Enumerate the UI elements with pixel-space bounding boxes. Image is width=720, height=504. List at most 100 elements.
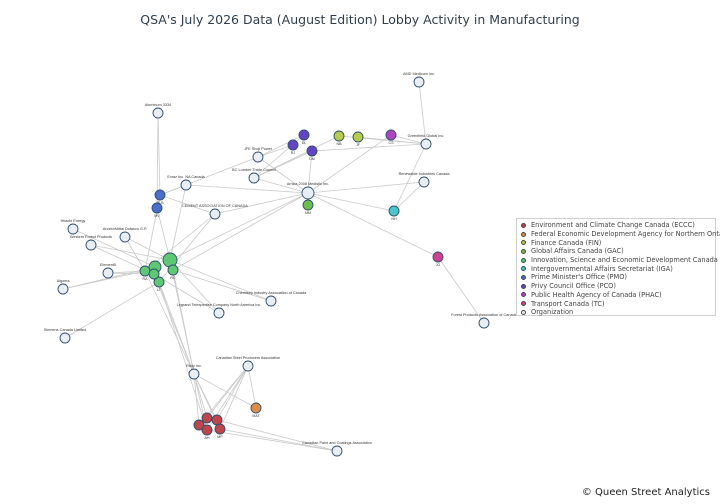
legend-item[interactable]: Finance Canada (FIN) — [521, 238, 711, 247]
edge-is5-e4 — [158, 281, 208, 431]
node-iga1[interactable] — [388, 205, 400, 217]
edge-steel-fn1 — [247, 365, 257, 409]
node-e2[interactable] — [201, 412, 213, 424]
edge-siemens-is5 — [64, 281, 160, 339]
edge-airca-renew — [307, 181, 425, 194]
node-label-hitachi: Hitachi Energy — [61, 219, 86, 223]
edge-airca-iga1 — [307, 192, 395, 212]
node-label-greenfield: Greenfield Global Inc. — [408, 134, 445, 138]
legend-item[interactable]: Global Affairs Canada (GAC) — [521, 247, 711, 256]
node-alum[interactable] — [152, 107, 164, 119]
legend-item[interactable]: Organization — [521, 308, 711, 317]
node-label-forest: Forest Products Association of Canada — [451, 313, 518, 317]
node-label-legrand: Legrand Telexpertise Company North Ameri… — [177, 303, 262, 307]
node-ph1[interactable] — [385, 129, 397, 141]
node-p2[interactable] — [287, 139, 299, 151]
node-bclumber[interactable] — [248, 172, 260, 184]
edge-tc1-forest — [437, 256, 485, 324]
node-jfe[interactable] — [252, 151, 264, 163]
node-label-rioty: Rioty Inc. — [186, 364, 202, 368]
node-e3[interactable] — [211, 414, 223, 426]
node-e1[interactable] — [193, 419, 205, 431]
edge-western-is1 — [90, 244, 171, 261]
node-is4[interactable] — [167, 264, 179, 276]
legend-swatch-icon — [521, 283, 526, 289]
node-algoma[interactable] — [57, 283, 69, 295]
edge-jfe-p1 — [257, 134, 305, 158]
edge-paint-e3 — [216, 419, 338, 452]
node-p1[interactable] — [298, 129, 310, 141]
node-pm2[interactable] — [151, 202, 163, 214]
edge-alum-pm1 — [157, 112, 161, 196]
legend-item[interactable]: Public Health Agency of Canada (PHAC) — [521, 291, 711, 300]
node-forest[interactable] — [478, 317, 490, 329]
legend-label: Organization — [531, 308, 574, 317]
legend-swatch-icon — [521, 248, 526, 254]
node-is5[interactable] — [153, 276, 165, 288]
node-airca[interactable] — [301, 186, 315, 200]
node-label-p3: DM — [309, 157, 315, 161]
edge-hitachi-is2 — [72, 228, 156, 268]
node-steel[interactable] — [242, 360, 254, 372]
edge-airca-tc1 — [307, 192, 439, 258]
node-hitachi[interactable] — [67, 223, 79, 235]
node-greenfield[interactable] — [420, 138, 432, 150]
legend-item[interactable]: Environment and Climate Change Canada (E… — [521, 221, 711, 230]
legend-swatch-icon — [521, 301, 526, 307]
node-p3[interactable] — [306, 145, 318, 157]
node-fn1[interactable] — [250, 402, 262, 414]
node-label-tc1: JG — [436, 263, 441, 267]
legend-item[interactable]: Federal Economic Development Agency for … — [521, 230, 720, 239]
node-g1[interactable] — [302, 199, 314, 211]
edge-airca-is4 — [172, 192, 309, 271]
node-label-p2: RJ — [291, 151, 296, 155]
edge-evraz-is1 — [169, 184, 187, 261]
edge-rioty-e1 — [193, 373, 200, 426]
edge-pm2-is1 — [156, 207, 171, 261]
edge-arcelor-is3 — [124, 236, 146, 272]
node-label-paint: Canadian Paint and Coatings Association — [302, 441, 372, 445]
node-siemens[interactable] — [59, 332, 71, 344]
node-chemistry[interactable] — [265, 295, 277, 307]
node-amd[interactable] — [413, 76, 425, 88]
legend-item[interactable]: Transport Canada (TC) — [521, 299, 711, 308]
node-is6[interactable] — [148, 268, 160, 280]
legend-item[interactable]: Privy Council Office (PCO) — [521, 282, 711, 291]
edge-rioty-e2 — [193, 373, 208, 419]
node-label-arcelor: ArcelorMittal Dofasco G.P. — [103, 227, 147, 231]
edge-is4-rioty — [172, 269, 195, 375]
node-western[interactable] — [85, 239, 97, 251]
node-cement[interactable] — [209, 208, 221, 220]
node-label-is3: RA — [143, 277, 149, 281]
node-label-p1: DL — [302, 141, 307, 145]
legend-item[interactable]: Innovation, Science and Economic Develop… — [521, 256, 720, 265]
node-e5[interactable] — [214, 423, 226, 435]
node-tc1[interactable] — [432, 251, 444, 263]
edge-elements-is3 — [107, 270, 146, 274]
legend-label: Innovation, Science and Economic Develop… — [531, 256, 720, 265]
node-f1[interactable] — [333, 130, 345, 142]
node-paint[interactable] — [331, 445, 343, 457]
edge-chemistry-is1 — [169, 259, 272, 302]
edge-iga1-renew — [393, 181, 425, 212]
node-legrand[interactable] — [213, 307, 225, 319]
legend-swatch-icon — [521, 292, 526, 298]
node-renew[interactable] — [418, 176, 430, 188]
legend-label: Transport Canada (TC) — [531, 299, 605, 308]
edge-arcelor-is1 — [124, 236, 171, 261]
legend-label: Environment and Climate Change Canada (E… — [531, 221, 695, 230]
node-arcelor[interactable] — [119, 231, 131, 243]
node-label-evraz: Evraz Inc. NA Canada — [167, 175, 205, 179]
legend-item[interactable]: Prime Minister's Office (PMO) — [521, 273, 711, 282]
node-is3[interactable] — [139, 265, 151, 277]
legend-item[interactable]: Intergovernmental Affairs Secretariat (I… — [521, 264, 711, 273]
node-pm1[interactable] — [154, 189, 166, 201]
legend-swatch-icon — [521, 266, 526, 272]
node-e4[interactable] — [201, 424, 213, 436]
node-rioty[interactable] — [188, 368, 200, 380]
edge-steel-e5 — [219, 365, 249, 430]
node-elements[interactable] — [102, 267, 114, 279]
node-f2[interactable] — [352, 131, 364, 143]
node-evraz[interactable] — [180, 179, 192, 191]
